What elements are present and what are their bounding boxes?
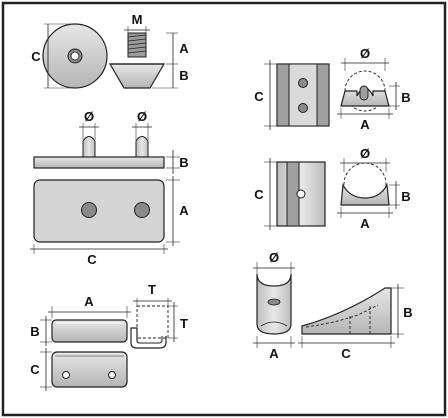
clamp-block-top [51, 351, 128, 388]
label-a: A [179, 41, 189, 56]
label-b-rudder2: B [401, 189, 410, 204]
label-b-rudder1: B [401, 90, 410, 105]
fairing-wedge [301, 287, 392, 335]
rudder-block-two-holes-diagram: C Ø B A [254, 46, 410, 132]
button-anode-center-bore [70, 51, 80, 61]
label-c-rudder1: C [254, 89, 264, 104]
label-a-rudder1: A [360, 117, 370, 132]
label-a-rudder2: A [360, 216, 370, 231]
label-b-clamp: B [30, 324, 39, 339]
plate-top-view [33, 179, 165, 243]
stud-right [135, 136, 149, 158]
label-dia-right: Ø [137, 109, 147, 124]
clamp-hole-right [108, 371, 116, 379]
plate-hole-left [81, 202, 97, 218]
label-c-fairing: C [341, 346, 351, 361]
label-a-plate: A [179, 203, 189, 218]
label-m: M [132, 12, 143, 27]
shaft-fairing-diagram: Ø A B C [253, 250, 413, 361]
stud-left [82, 136, 96, 158]
plate-side-view [33, 156, 165, 169]
label-b-fairing: B [403, 305, 412, 320]
rudder-block-one-hole-diagram: C Ø B A [254, 146, 410, 231]
bracket-profile [130, 327, 167, 349]
bracket-dashed-outline [136, 305, 169, 339]
label-c-plate: C [87, 252, 97, 267]
block-hole-lower [298, 103, 308, 113]
label-a-fairing: A [269, 346, 279, 361]
plate-hole-right [134, 202, 150, 218]
label-t-side: T [180, 316, 188, 331]
label-c-clamp: C [30, 362, 40, 377]
label-b-plate: B [179, 155, 188, 170]
label-dia-fairing: Ø [269, 250, 279, 265]
block-hole-upper [298, 78, 308, 88]
label-c: C [31, 49, 41, 64]
fairing-hole [267, 298, 281, 306]
clamp-hole-left [62, 371, 70, 379]
label-dia-rudder2: Ø [360, 146, 370, 161]
label-a-clamp: A [84, 294, 94, 309]
block-hole-single [296, 189, 306, 199]
label-dia-rudder1: Ø [360, 46, 370, 61]
profile-dashed-arc-1 [344, 70, 386, 92]
clamp-block-side [51, 319, 128, 343]
hull-plate-diagram: Ø Ø B A C [30, 109, 189, 267]
profile-body-2 [340, 182, 390, 206]
label-c-rudder2: C [254, 187, 264, 202]
label-dia-left: Ø [84, 109, 94, 124]
label-t-top: T [148, 282, 156, 297]
label-b: B [179, 68, 188, 83]
clamp-block-diagram: A B C T T [30, 282, 188, 391]
button-anode-diagram: C M A B [31, 12, 189, 89]
